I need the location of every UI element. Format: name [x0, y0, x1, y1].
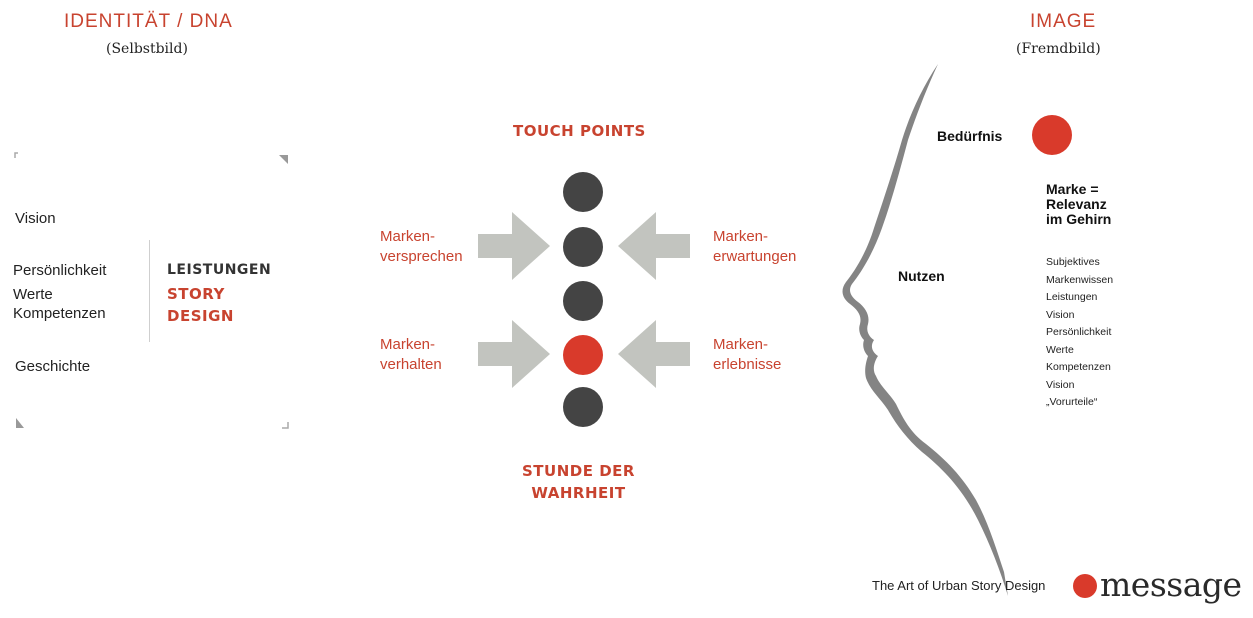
list-item: Vision [1046, 378, 1075, 391]
stunde-der-wahrheit-label: STUNDE DER WAHRHEIT [522, 462, 635, 502]
left-subtitle: (Selbstbild) [106, 41, 188, 57]
label-markenerlebnisse: Marken- erlebnisse [713, 336, 782, 373]
logo-dot [1073, 574, 1097, 598]
list-item: „Vorurteile“ [1046, 396, 1098, 408]
touch-points-label: TOUCH POINTS [513, 122, 646, 140]
face-profile-silhouette [842, 64, 1008, 596]
list-item: Persönlichkeit [1046, 326, 1112, 338]
left-item-geschichte: Geschichte [15, 358, 91, 375]
list-item: Subjektives [1046, 256, 1100, 268]
left-title: IDENTITÄT / DNA [64, 11, 233, 32]
left-design: DESIGN [167, 307, 234, 325]
label-markenversprechen: Marken- versprechen [380, 228, 463, 265]
arrow-left-icon-bottom [618, 320, 690, 388]
list-item: Kompetenzen [1046, 361, 1111, 373]
right-subtitle: (Fremdbild) [1016, 41, 1101, 57]
list-item: Vision [1046, 308, 1075, 321]
list-item: Markenwissen [1046, 273, 1114, 286]
frame-corners [14, 152, 289, 429]
nutzen-label: Nutzen [898, 268, 945, 284]
arrow-right-icon-bottom [478, 320, 550, 388]
beduerfnis-dot [1032, 115, 1072, 155]
left-item-kompetenzen: Kompetenzen [13, 305, 106, 322]
list-item: Leistungen [1046, 291, 1098, 303]
left-divider [149, 240, 150, 342]
touchpoint-circle-highlight [563, 335, 603, 375]
image-attribute-list: Subjektives Markenwissen Leistungen Visi… [1046, 254, 1113, 412]
left-leistungen: LEISTUNGEN [167, 262, 272, 278]
left-story: STORY [167, 285, 225, 303]
left-item-vision: Vision [15, 210, 56, 227]
footer-tagline: The Art of Urban Story Design [872, 578, 1046, 593]
arrow-right-icon-top [478, 212, 550, 280]
list-item: Werte [1046, 343, 1074, 356]
left-item-persoenlichkeit: Persönlichkeit [13, 262, 107, 279]
beduerfnis-label: Bedürfnis [937, 128, 1003, 144]
right-title: IMAGE [1030, 11, 1097, 32]
label-markenerwartungen: Marken- erwartungen [713, 228, 797, 265]
message-logo: message [1100, 565, 1242, 604]
label-markenverhalten: Marken- verhalten [380, 336, 442, 373]
left-item-werte: Werte [13, 286, 53, 303]
touchpoint-circle-2 [563, 227, 603, 267]
touchpoint-circle-5 [563, 387, 603, 427]
arrow-left-icon-top [618, 212, 690, 280]
touchpoint-circle-1 [563, 172, 603, 212]
touchpoint-circle-3 [563, 281, 603, 321]
marke-relevanz-block: Marke = Relevanz im Gehirn [1046, 181, 1112, 227]
